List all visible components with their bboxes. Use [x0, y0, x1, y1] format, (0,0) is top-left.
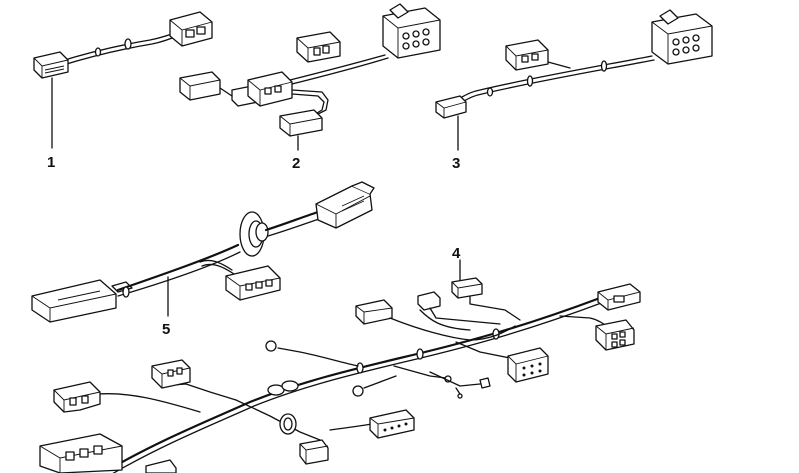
harness-part-1 — [33, 11, 213, 149]
callout-5: 5 — [162, 321, 170, 338]
callout-4: 4 — [452, 245, 461, 262]
harness-part-4 — [39, 259, 641, 473]
callout-1: 1 — [47, 154, 55, 171]
harness-part-3 — [435, 9, 713, 151]
callout-3: 3 — [452, 155, 460, 172]
harness-part-2 — [179, 3, 441, 151]
harness-part-5 — [31, 181, 375, 323]
callout-2: 2 — [292, 155, 300, 172]
